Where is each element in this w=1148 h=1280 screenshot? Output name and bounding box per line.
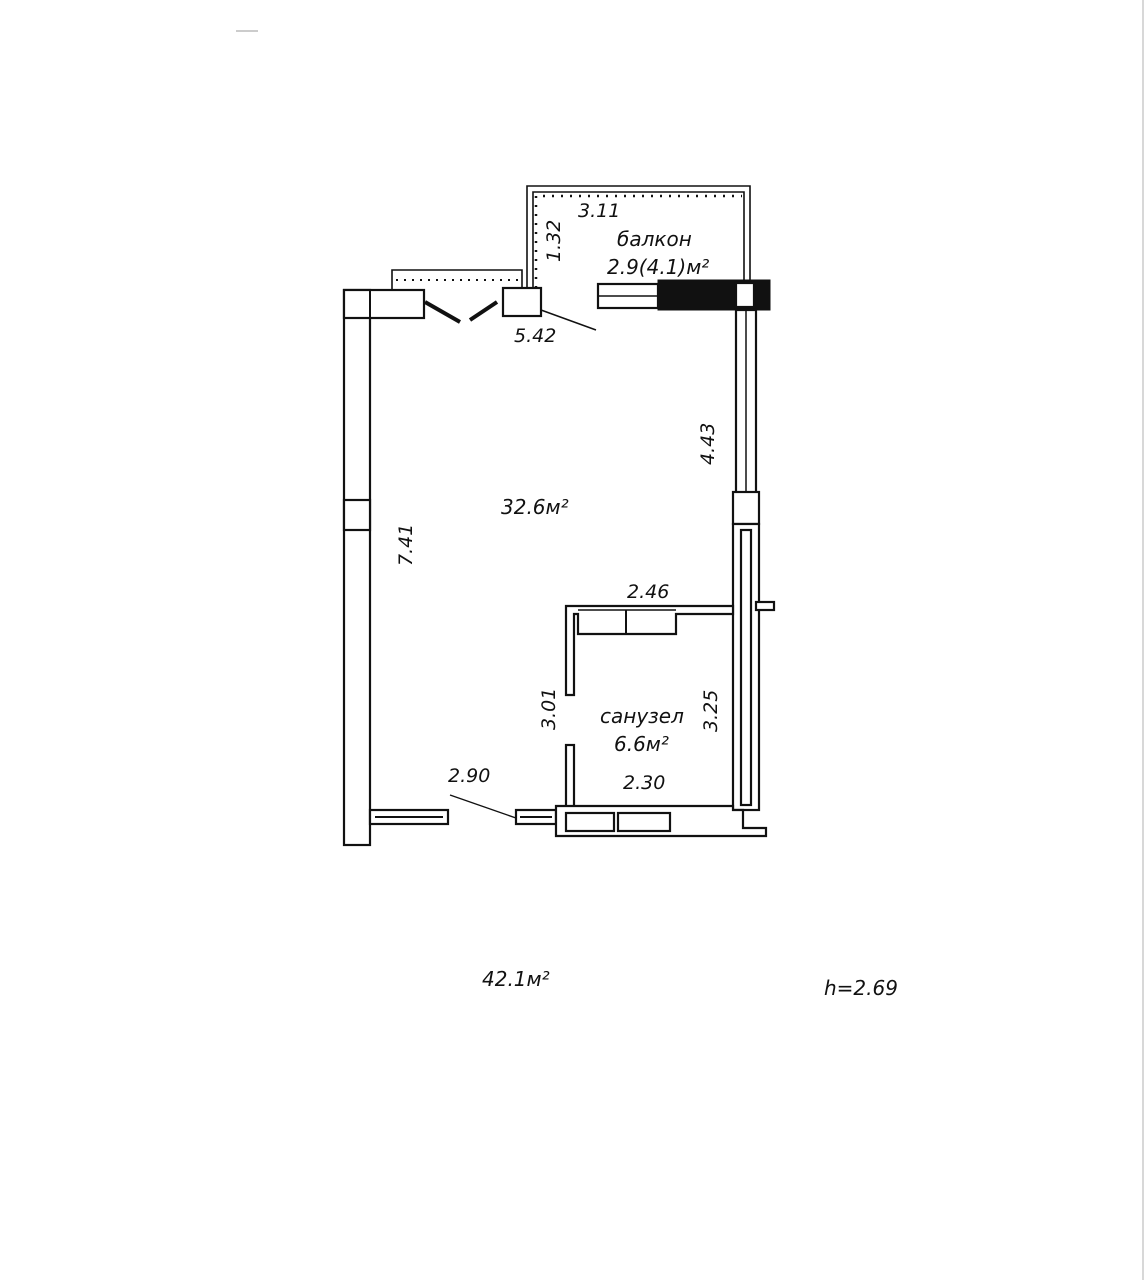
bath-area: 6.6м² [614, 732, 669, 756]
wall-top-right [596, 279, 771, 311]
bath-label: санузел [600, 704, 684, 728]
ceiling-height: h=2.69 [824, 976, 898, 1000]
dim-bath-right: 3.25 [700, 690, 722, 732]
dim-room-left: 7.41 [395, 524, 417, 566]
wall-bottom [368, 794, 768, 838]
total-area: 42.1м² [482, 967, 550, 991]
wall-right [731, 308, 776, 812]
dim-bath-bottom: 2.30 [623, 772, 665, 794]
balcony-area: 2.9(4.1)м² [607, 255, 709, 279]
dim-bath-left: 3.01 [538, 688, 560, 730]
bath-wall-left-lower [564, 743, 576, 812]
wall-left [342, 288, 426, 847]
room-area: 32.6м² [501, 495, 569, 519]
dim-bath-top: 2.46 [627, 581, 669, 603]
balcony-door [424, 286, 597, 331]
dim-room-right-upper: 4.43 [697, 423, 719, 465]
dim-balcony-width: 3.11 [578, 200, 620, 222]
balcony [391, 185, 751, 290]
dim-room-top: 5.42 [514, 325, 556, 347]
dim-balcony-depth: 1.32 [543, 220, 565, 262]
bath-wall-top [564, 604, 735, 697]
dim-room-bottom: 2.90 [448, 765, 490, 787]
balcony-label: балкон [617, 227, 692, 251]
